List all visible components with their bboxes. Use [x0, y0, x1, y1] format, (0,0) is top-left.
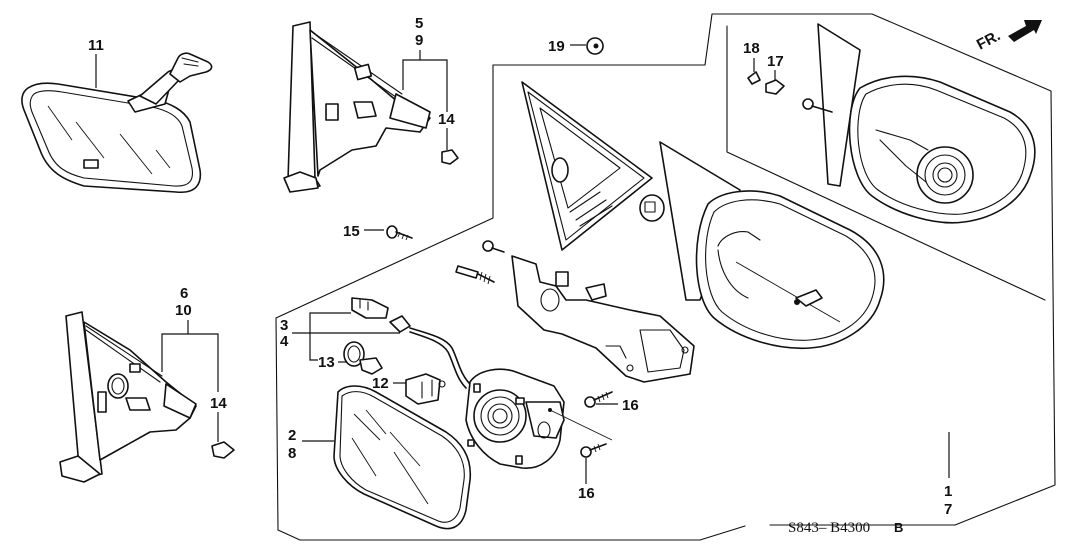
callout-13: 13: [318, 354, 346, 371]
callout-6-10: 6 10: [161, 285, 219, 392]
clip-part-lower[interactable]: [211, 441, 235, 459]
switch-part[interactable]: [405, 373, 446, 405]
callout-16-upper: 16: [596, 397, 639, 414]
svg-text:17: 17: [767, 53, 784, 70]
callout-17: 17: [767, 53, 784, 80]
callout-5-9: 5 9: [402, 15, 448, 112]
svg-text:15: 15: [343, 223, 360, 240]
screw-part-bracket-upper[interactable]: [482, 240, 505, 253]
svg-text:16: 16: [622, 397, 639, 414]
callout-1-7: 1 7: [944, 432, 952, 518]
svg-text:12: 12: [372, 375, 389, 392]
svg-text:19: 19: [548, 38, 565, 55]
nut-part[interactable]: [586, 37, 604, 55]
clip-part-upper[interactable]: [441, 149, 459, 165]
svg-text:1: 1: [944, 483, 952, 500]
svg-text:S843– B4300: S843– B4300: [788, 520, 870, 536]
callout-3-4: 3 4: [280, 312, 400, 361]
svg-text:11: 11: [88, 37, 104, 54]
mirror-glass-part[interactable]: [333, 385, 472, 530]
callout-15: 15: [343, 223, 384, 240]
callout-18: 18: [743, 40, 760, 72]
mirror-base-cover-part[interactable]: [521, 81, 665, 251]
svg-text:4: 4: [280, 333, 289, 350]
clamp-part[interactable]: [343, 341, 383, 375]
callout-19: 19: [548, 38, 586, 55]
mirror-housing-detail-part[interactable]: [802, 23, 1036, 224]
front-direction-indicator: FR.: [974, 20, 1042, 54]
svg-text:5: 5: [415, 15, 423, 32]
knob-part[interactable]: [765, 79, 785, 95]
mirror-bracket-part[interactable]: [511, 255, 695, 383]
svg-text:2: 2: [288, 427, 296, 444]
svg-text:8: 8: [288, 445, 296, 462]
svg-text:6: 6: [180, 285, 188, 302]
svg-text:7: 7: [944, 501, 952, 518]
svg-text:14: 14: [210, 395, 227, 412]
callout-2-8: 2 8: [288, 427, 334, 462]
mirror-actuator-part[interactable]: [465, 368, 613, 469]
stud-bolt-part[interactable]: [455, 265, 495, 285]
front-arrow-icon: [1008, 20, 1042, 42]
diagram-code: S843– B4300 B: [788, 520, 903, 536]
svg-text:10: 10: [175, 302, 192, 319]
svg-text:9: 9: [415, 32, 423, 49]
assembly-boundary: [275, 13, 1056, 541]
svg-text:FR.: FR.: [974, 27, 1003, 53]
screw-part-16-lower[interactable]: [580, 443, 607, 458]
svg-text:14: 14: [438, 111, 455, 128]
callout-12: 12: [372, 375, 406, 392]
callout-11: 11: [88, 37, 104, 88]
garnish-right-part[interactable]: [283, 21, 431, 193]
svg-text:16: 16: [578, 485, 595, 502]
callout-14-upper: 14: [438, 111, 455, 150]
svg-text:13: 13: [318, 354, 335, 371]
garnish-left-part[interactable]: [59, 311, 197, 483]
svg-text:B: B: [894, 520, 903, 535]
svg-text:18: 18: [743, 40, 760, 57]
callout-16-lower: 16: [578, 458, 595, 502]
rearview-mirror-part[interactable]: [21, 52, 213, 194]
cap-part[interactable]: [747, 71, 761, 85]
mirror-housing-part[interactable]: [659, 141, 885, 350]
connector-part[interactable]: [351, 297, 389, 319]
callout-14-lower: 14: [210, 395, 227, 442]
harness-part[interactable]: [389, 315, 471, 389]
screw-part-15[interactable]: [386, 225, 413, 241]
screw-part-16-upper[interactable]: [584, 391, 613, 408]
svg-text:3: 3: [280, 317, 288, 334]
